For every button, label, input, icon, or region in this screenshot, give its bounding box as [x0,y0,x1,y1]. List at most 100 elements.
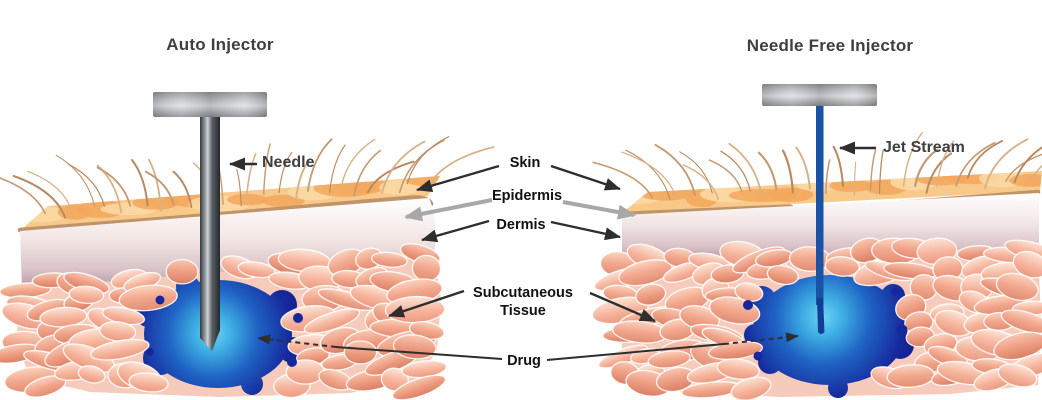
hair-strand [825,159,831,194]
injector-cap-right-sheen [762,84,877,106]
tissue-bubble [618,259,673,287]
arrow-drug-right [723,332,799,345]
hair-strand [381,140,426,194]
arrow-skin-right [550,164,621,191]
hair-strand [353,149,382,197]
hair-strand [983,138,1029,190]
tissue-bubble [730,376,772,400]
hair-strand [654,143,697,197]
label-jet-stream: Jet Stream [883,139,965,156]
hair-strand [592,161,653,199]
hair-strand [12,174,67,219]
arrow-epidermis-left [404,198,493,222]
title-needle-free-injector: Needle Free Injector [746,36,914,55]
hair-strand [0,177,46,215]
arrow-drug-left [257,334,337,348]
epidermis-blob [262,194,305,207]
right-skin-block [591,131,1042,400]
arrow-dermis-left [421,219,490,243]
tissue-bubble [68,285,105,305]
arrow-subcutaneous-right [589,291,656,323]
left-skin-block [0,136,495,400]
hair-strand [294,159,310,203]
hair-strand [172,170,193,209]
arrow-epidermis-right [562,200,636,220]
tissue-bubble [766,264,799,286]
hair-strand [966,139,1004,179]
tissue-bubble [824,255,860,277]
arrow-drug-left-lead [335,346,503,360]
arrow-subcutaneous-left [388,289,465,318]
hairs-right [592,131,1042,201]
epidermis-blob [767,187,814,202]
label-drug: Drug [507,353,541,369]
title-auto-injector: Auto Injector [166,35,274,54]
arrow-dermis-right [550,220,621,241]
hair-strand [869,149,877,191]
label-epidermis: Epidermis [491,188,563,204]
hair-strand [781,149,794,194]
tissue-bubble [995,272,1039,302]
hair-strand [853,161,857,196]
hair-strand [795,146,811,190]
hair-strand [708,159,743,193]
hair-strand [236,168,242,207]
tissue-bubble [997,363,1038,388]
hair-strand [757,151,778,191]
hair-strand [955,141,996,187]
hair-strand [914,148,939,187]
tissue-bubble [90,338,150,361]
hair-strand [1013,146,1042,184]
jet-stream-beam [816,105,824,305]
hair-strand [144,170,175,206]
tissue-bubble [237,261,276,279]
tissue-bubble [118,284,178,312]
tissue-bubble [165,258,199,285]
arrow-skin-left [416,164,500,193]
hair-strand [131,159,149,207]
hair-strand [398,139,445,194]
hair-strand [682,164,720,201]
tissue-bubble [1000,309,1042,335]
label-dermis: Dermis [496,217,546,233]
tissue-bubble [647,350,691,369]
tissue-bubble [128,372,169,393]
hair-strand [720,150,751,192]
tissue-bubble [635,283,667,306]
injector-cap-left-sheen [153,92,267,117]
dermis-left [20,198,436,289]
tissue-bubble [716,358,760,380]
hair-strand [679,151,713,194]
epidermis-blob [226,193,268,206]
drug-droplets-left [146,295,303,367]
arrow-drug-right-lead [546,343,725,361]
hair-strand [728,142,763,196]
tissue-bubble [343,340,378,365]
epidermis-line-left [17,195,434,233]
label-subcutaneous-tissue: Subcutaneous Tissue [473,285,573,320]
hair-strand [621,151,677,196]
hair-strand [147,158,162,212]
hair-strand [878,149,884,194]
hair-strand [278,151,293,194]
hair-strand [55,154,96,208]
hair-strand [67,163,106,207]
tissue-bubble [391,374,447,400]
hair-strand [96,166,132,207]
hair-strand [263,143,271,196]
label-skin: Skin [509,155,541,171]
needle-free-injector [762,84,877,334]
hair-strand [902,131,924,187]
tissue-bubbles-right [591,237,1042,400]
hair-strand [307,138,333,192]
needle-shaft [200,116,220,351]
hair-strand [625,149,671,201]
hair-strand [936,140,955,188]
hair-strand [340,138,376,188]
hair-strand [329,144,346,194]
hair-strand [367,160,415,194]
hair-strand [428,146,495,186]
label-needle: Needle [262,154,315,171]
